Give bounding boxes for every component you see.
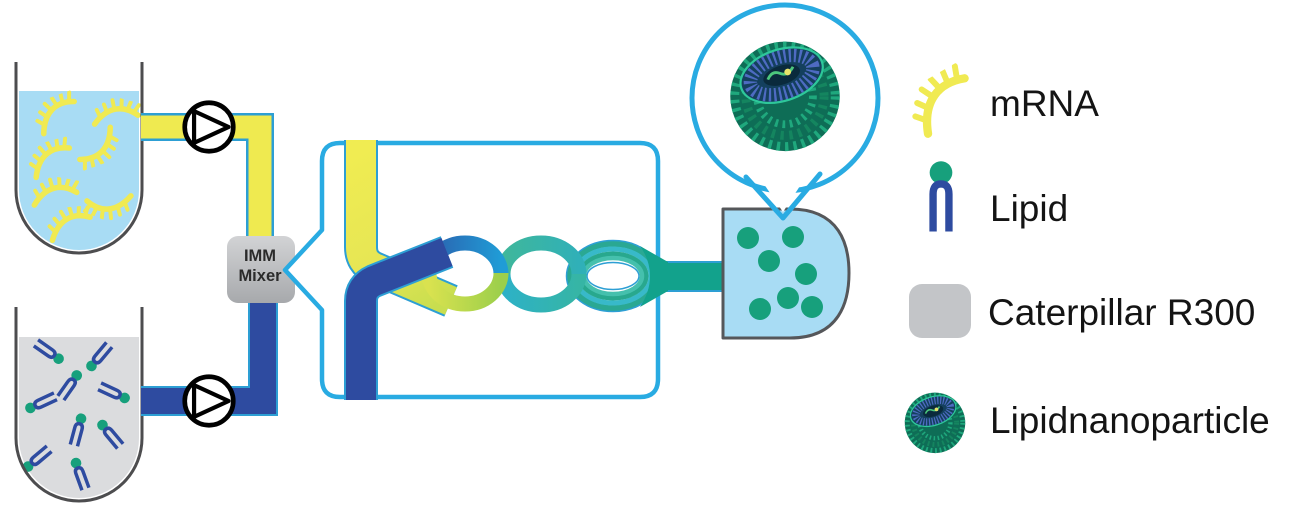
outlet-channel	[659, 261, 727, 292]
magnifier-tail-fill	[753, 166, 813, 212]
imm-mixer-label: IMM Mixer	[224, 246, 296, 286]
mixing-loop-1-bottom	[421, 272, 509, 312]
lnp-magnifier	[689, 2, 881, 221]
legend-label-mrna: mRNA	[990, 83, 1099, 124]
legend-label-lipid: Lipid	[990, 188, 1069, 229]
imm-mixer-label-line2: Mixer	[238, 267, 282, 285]
lnp-dot	[795, 263, 817, 285]
imm-mixer-label-line1: IMM	[243, 247, 277, 265]
lnp-dot	[749, 298, 771, 320]
collection-vessel	[721, 207, 851, 340]
mrna-reservoir-wall	[14, 62, 144, 255]
lnp-dot	[782, 226, 804, 248]
lnp-particles	[737, 226, 823, 320]
lipid-reservoir	[14, 307, 144, 503]
lipid-tubing	[141, 300, 278, 416]
mrna-reservoir	[14, 62, 144, 255]
pump-icon	[185, 377, 234, 426]
lipid-nanoparticle-icon	[896, 380, 974, 462]
lnp-dot	[737, 227, 759, 249]
mrna-icon	[896, 52, 992, 148]
caterpillar-chip-icon	[909, 284, 971, 338]
legend-label-caterpillar: Caterpillar R300	[988, 292, 1256, 333]
legend-label-lipidnanoparticle: Lipidnanoparticle	[990, 400, 1270, 441]
lnp-dot	[801, 296, 823, 318]
lipid-icon	[922, 155, 960, 247]
chip-lipid-inflow	[344, 236, 454, 400]
pump-icon	[185, 103, 234, 152]
outlet-arrow	[640, 246, 668, 307]
caterpillar-chip-outline	[282, 140, 661, 400]
lnp-dot	[777, 287, 799, 309]
lipid-reservoir-wall	[14, 307, 144, 503]
mrna-tubing	[141, 113, 274, 243]
magnifier-tail	[743, 171, 823, 221]
lnp-dot	[758, 250, 780, 272]
